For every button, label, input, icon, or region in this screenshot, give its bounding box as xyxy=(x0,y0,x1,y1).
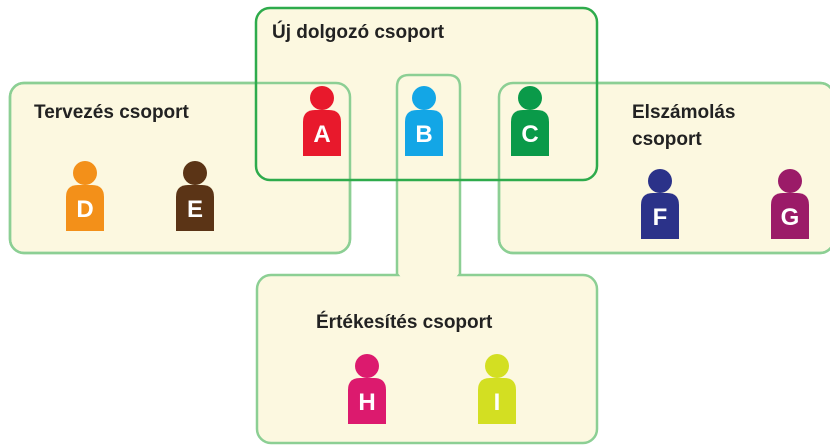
person-head-icon xyxy=(183,161,207,185)
design-group-title: Tervezés csoport xyxy=(34,102,190,123)
person-letter: C xyxy=(521,121,538,148)
person-f: F xyxy=(641,169,679,239)
person-letter: I xyxy=(494,389,501,416)
person-letter: H xyxy=(358,389,375,416)
person-letter: G xyxy=(781,204,800,231)
sales-group-box xyxy=(255,273,599,445)
person-i: I xyxy=(478,354,516,424)
accounting-group-border xyxy=(497,81,830,255)
person-a: A xyxy=(303,86,341,156)
person-head-icon xyxy=(412,86,436,110)
person-h: H xyxy=(348,354,386,424)
person-letter: F xyxy=(653,204,668,231)
person-letter: D xyxy=(76,196,93,223)
person-e: E xyxy=(176,161,214,231)
sales-group-title: Értékesítés csoport xyxy=(316,311,493,333)
person-body-icon xyxy=(641,193,679,239)
person-body-icon xyxy=(348,378,386,424)
person-letter: B xyxy=(415,121,432,148)
person-body-icon xyxy=(176,185,214,231)
person-letter: E xyxy=(187,196,203,223)
person-head-icon xyxy=(778,169,802,193)
new-workers-group-title: Új dolgozó csoport xyxy=(272,21,445,43)
person-head-icon xyxy=(310,86,334,110)
person-body-icon xyxy=(303,110,341,156)
people-layer: A B C D E F G H I xyxy=(66,86,809,424)
person-d: D xyxy=(66,161,104,231)
person-head-icon xyxy=(73,161,97,185)
design-group-border xyxy=(8,81,352,255)
person-head-icon xyxy=(648,169,672,193)
person-body-icon xyxy=(771,193,809,239)
person-body-icon xyxy=(66,185,104,231)
person-head-icon xyxy=(485,354,509,378)
person-body-icon xyxy=(478,378,516,424)
person-head-icon xyxy=(518,86,542,110)
accounting-group-title-line1: Elszámolás xyxy=(632,102,736,123)
person-body-icon xyxy=(405,110,443,156)
person-c: C xyxy=(511,86,549,156)
person-letter: A xyxy=(313,121,330,148)
accounting-group-title-line2: csoport xyxy=(632,129,702,150)
person-head-icon xyxy=(355,354,379,378)
person-body-icon xyxy=(511,110,549,156)
person-g: G xyxy=(771,169,809,239)
new-workers-group-box xyxy=(254,6,599,182)
person-b: B xyxy=(405,86,443,156)
b-column-border xyxy=(395,73,462,276)
